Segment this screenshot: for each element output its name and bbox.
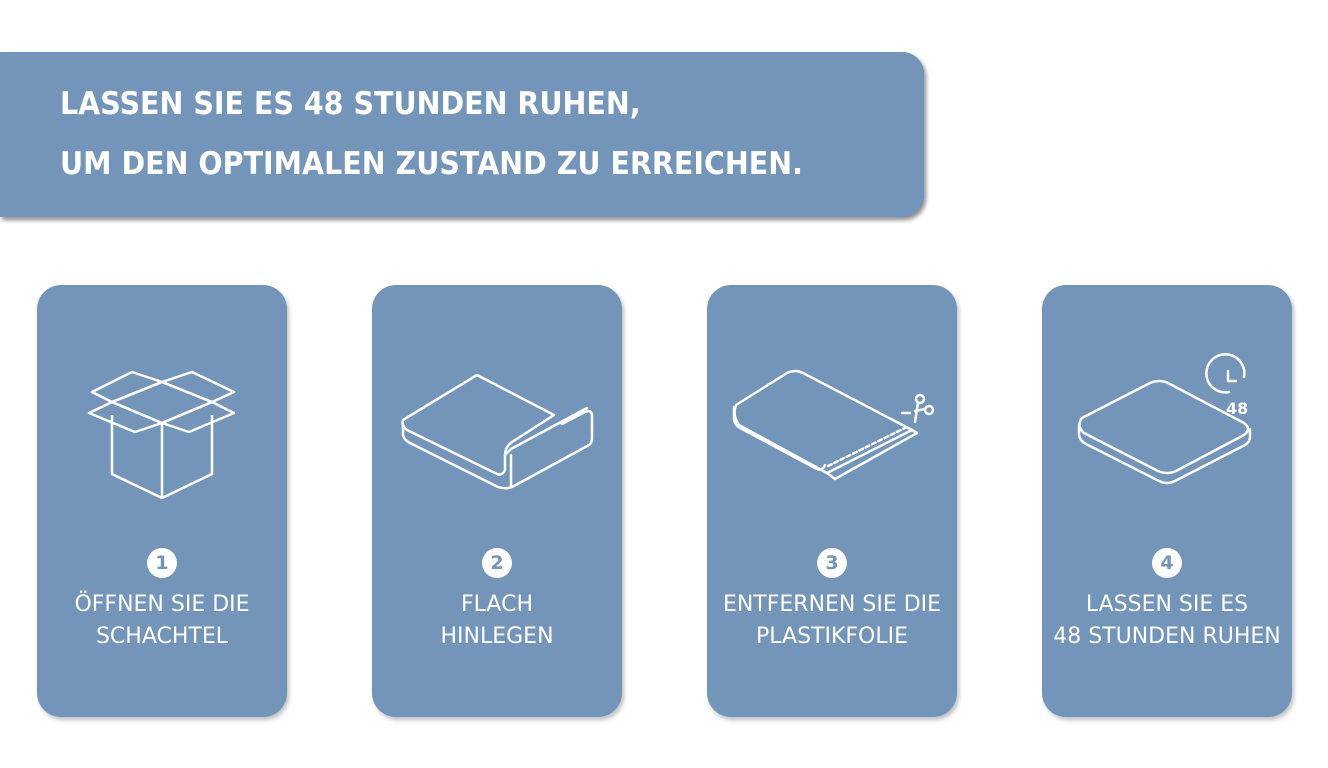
step-number-badge: 2 [482,548,512,578]
step-number-badge: 1 [147,548,177,578]
step-number-badge: 4 [1152,548,1182,578]
flat-mattress-icon [372,345,622,515]
step-card-3: 3 ENTFERNEN SIE DIE PLASTIKFOLIE [707,285,957,717]
step-caption-line2: PLASTIKFOLIE [755,624,908,649]
step-caption-line2: HINLEGEN [440,624,554,649]
step-caption-line1: ÖFFNEN SIE DIE [74,592,250,617]
step-card-4: 48 4 LASSEN SIE ES 48 STUNDEN RUHEN [1042,285,1292,717]
step-caption-line1: FLACH [461,592,533,617]
cut-plastic-icon [707,345,957,515]
open-box-icon [37,345,287,515]
step-caption-line2: SCHACHTEL [95,624,229,649]
banner-title-line2: UM DEN OPTIMALEN ZUSTAND ZU ERREICHEN. [60,146,803,182]
clock-hours-label: 48 [1226,399,1249,418]
step-caption-line1: LASSEN SIE ES [1085,592,1249,617]
mattress-clock-icon: 48 [1042,345,1292,515]
step-card-2: 2 FLACH HINLEGEN [372,285,622,717]
banner-title-line1: LASSEN SIE ES 48 STUNDEN RUHEN, [60,86,641,122]
step-number-badge: 3 [817,548,847,578]
step-caption-line1: ENTFERNEN SIE DIE [722,592,942,617]
step-caption-line2: 48 STUNDEN RUHEN [1053,624,1281,649]
step-card-1: 1 ÖFFNEN SIE DIE SCHACHTEL [37,285,287,717]
